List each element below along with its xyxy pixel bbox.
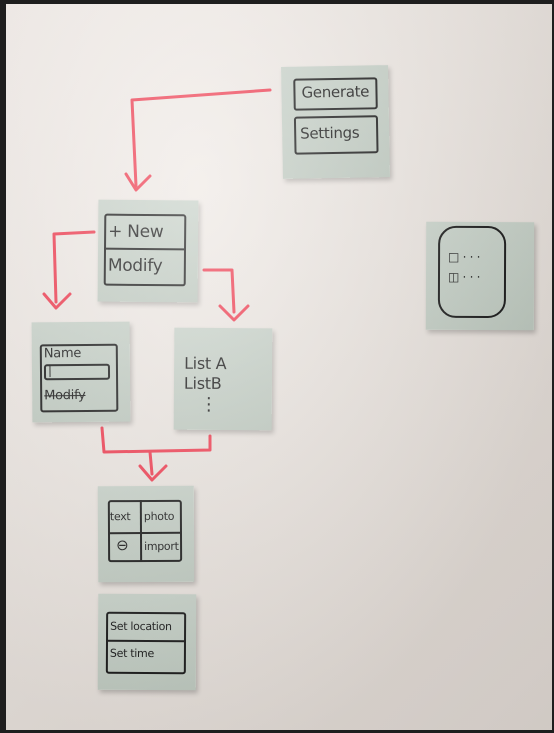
- location-time-divider: [106, 639, 187, 643]
- list-a-label: List A: [184, 353, 227, 374]
- sticky-note-location-time: Set location Set time: [97, 593, 197, 691]
- sticky-note-new-modify: + New Modify: [97, 199, 199, 303]
- import-cell-label: import: [144, 539, 179, 554]
- whiteboard-photo: Generate Settings + New Modify Name | Mo…: [6, 4, 552, 730]
- name-input-sketch: [43, 363, 111, 381]
- modify-label: Modify: [107, 255, 163, 277]
- set-location-label: Set location: [110, 619, 172, 634]
- sticky-note-generate-settings: Generate Settings: [281, 65, 390, 179]
- set-time-label: Set time: [109, 646, 154, 661]
- sticky-note-media-grid: text photo ⊖ import: [97, 485, 195, 583]
- generate-label: Generate: [301, 82, 370, 102]
- list-b-label: ListB: [183, 373, 222, 393]
- input-cursor: |: [47, 363, 52, 378]
- phone-row-1: □ · · ·: [448, 249, 481, 265]
- sticky-note-name-form: Name | Modify: [31, 321, 131, 423]
- settings-label: Settings: [300, 123, 360, 143]
- text-cell-label: text: [109, 510, 131, 524]
- phone-row-2: ◫ · · ·: [447, 269, 481, 285]
- media-grid-horizontal-divider: [107, 531, 182, 535]
- photo-cell-label: photo: [143, 509, 175, 524]
- media-grid-vertical-divider: [139, 500, 143, 563]
- sticky-note-phone-sketch: □ · · · ◫ · · ·: [425, 221, 535, 331]
- more-items-ellipsis: ⋮: [199, 393, 218, 415]
- arrow-modify-to-lists: [202, 268, 236, 314]
- modify-strikethrough-label: Modify: [44, 387, 86, 404]
- minus-circle-icon: ⊖: [116, 536, 129, 555]
- sticky-note-lists: List A ListB ⋮: [173, 327, 273, 431]
- arrow-generate-to-new: [130, 88, 272, 188]
- arrow-new-to-name: [52, 230, 96, 304]
- flow-arrows: [42, 88, 272, 482]
- arrow-forms-to-grid: [100, 426, 212, 454]
- name-label: Name: [43, 345, 82, 362]
- new-label: + New: [108, 221, 164, 243]
